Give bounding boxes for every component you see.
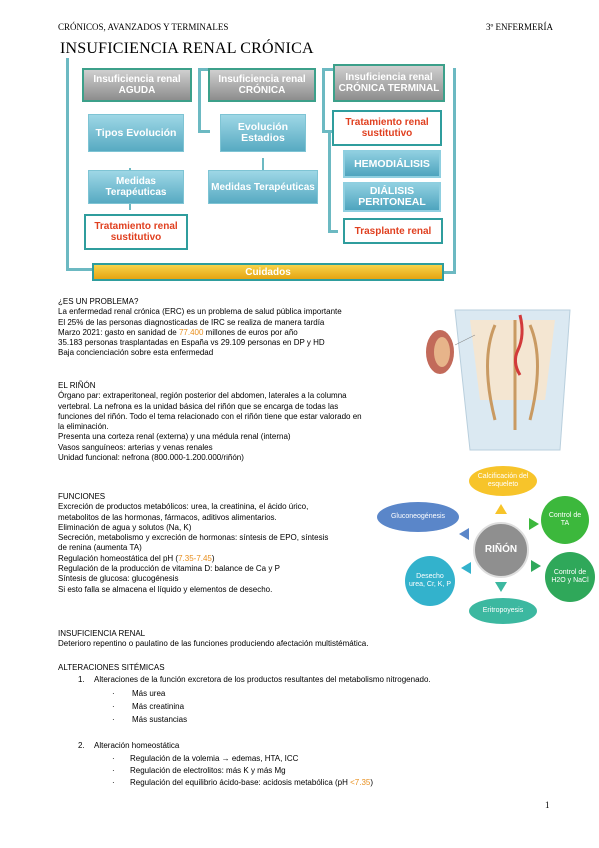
bullet: · xyxy=(112,766,115,775)
connector-right xyxy=(453,68,456,274)
connector-top-1 xyxy=(198,68,210,71)
rinon-line-3: funciones del riñón. Todo el tema relaci… xyxy=(58,411,362,421)
circle-rinon: RIÑÓN xyxy=(473,522,529,578)
problema-line-2: El 25% de las personas diagnosticadas de… xyxy=(58,317,325,327)
box-trasplante: Trasplante renal xyxy=(343,218,443,244)
funciones-line-7: Regulación de la producción de vitamina … xyxy=(58,564,280,574)
rinon-line-6: Vasos sanguíneos: arterias y venas renal… xyxy=(58,442,213,452)
arrow-left-bottom-icon xyxy=(461,562,471,574)
arrow-up-icon xyxy=(495,504,507,514)
rinon-line-4: la eliminación. xyxy=(58,422,109,432)
connector-v-3 xyxy=(262,158,264,170)
problema-line-1: La enfermedad renal crónica (ERC) es un … xyxy=(58,307,342,317)
connector-top-2 xyxy=(322,68,334,71)
connector-v-2 xyxy=(129,198,131,210)
sub-item-sustancias: Más sustancias xyxy=(132,715,188,724)
section-rinon: EL RIÑÓN Órgano par: extraperitoneal, re… xyxy=(58,381,362,463)
header-right: 3º ENFERMERÍA xyxy=(486,22,554,32)
page-title: INSUFICIENCIA RENAL CRÓNICA xyxy=(60,40,314,57)
header-left: CRÓNICOS, AVANZADOS Y TERMINALES xyxy=(58,22,229,32)
section-funciones: FUNCIONES Excreción de productos metaból… xyxy=(58,492,328,595)
rinon-line-2: vertebral. La nefrona es la unidad básic… xyxy=(58,401,339,411)
problema-line-4: 35.183 personas trasplantadas en España … xyxy=(58,338,325,348)
sub-item-volemia: Regulación de la volemia → edemas, HTA, … xyxy=(130,754,299,763)
sub-item-acido-base: Regulación del equilibrio ácido-base: ac… xyxy=(130,778,374,787)
insuficiencia-heading: INSUFICIENCIA RENAL xyxy=(58,629,146,638)
circle-calcificacion: Calcificación del esqueleto xyxy=(469,466,537,496)
funciones-line-5: de renina (aumenta TA) xyxy=(58,543,142,553)
circle-eritropoyesis: Eritropoyesis xyxy=(469,598,537,624)
circle-gluconeogenesis: Gluconeogénesis xyxy=(377,502,459,532)
connector-mid-2 xyxy=(322,68,325,130)
problema-heading: ¿ES UN PROBLEMA? xyxy=(58,297,139,306)
connector-left-bottom xyxy=(66,268,92,271)
box-dialisis: DIÁLISIS PERITONEAL xyxy=(343,182,441,212)
funciones-line-9: Si esto falla se almacena el líquido y e… xyxy=(58,584,273,594)
circle-control-ta: Control de TA xyxy=(541,496,589,544)
box-medidas-1: Medidas Terapéuticas xyxy=(88,170,184,204)
box-cronica: Insuficiencia renal CRÓNICA xyxy=(208,68,316,102)
rinon-heading: EL RIÑÓN xyxy=(58,381,96,390)
alteraciones-item-1-number: 1. xyxy=(78,675,85,684)
funciones-line-1: Excreción de productos metabólicos: urea… xyxy=(58,502,309,512)
sub-item-urea: Más urea xyxy=(132,689,166,698)
connector-left xyxy=(66,58,69,271)
funciones-line-8: Síntesis de glucosa: glucogénesis xyxy=(58,574,179,584)
box-tratamiento-1: Tratamiento renal sustitutivo xyxy=(84,214,188,250)
bullet: · xyxy=(112,715,115,724)
alteraciones-heading: ALTERACIONES SITÉMICAS xyxy=(58,663,165,672)
arrow-right-bottom-icon xyxy=(531,560,541,572)
arrow-down-icon xyxy=(495,582,507,592)
bullet: · xyxy=(112,754,115,763)
funciones-line-6: Regulación homeostática del pH (7.35-7.4… xyxy=(58,553,215,563)
connector-mid-1 xyxy=(198,68,201,130)
rinon-line-7: Unidad funcional: nefrona (800.000-1.200… xyxy=(58,453,244,463)
funciones-line-4: Secreción, metabolismo y excreción de ho… xyxy=(58,533,329,543)
rinon-line-5: Presenta una corteza renal (externa) y u… xyxy=(58,432,291,442)
box-tratamiento-2: Tratamiento renal sustitutivo xyxy=(332,110,442,146)
alteraciones-item-2-number: 2. xyxy=(78,741,85,750)
connector-mid-1h xyxy=(198,130,210,133)
section-insuficiencia: INSUFICIENCIA RENAL Deterioro repentino … xyxy=(58,629,368,650)
arrow-right-top-icon xyxy=(529,518,539,530)
funciones-line-3: Eliminación de agua y solutos (Na, K) xyxy=(58,522,192,532)
box-aguda: Insuficiencia renal AGUDA xyxy=(82,68,192,102)
connector-right-bottom xyxy=(441,271,456,274)
connector-right-stack xyxy=(328,133,331,233)
kidney-illustration xyxy=(420,300,598,456)
functions-diagram: Calcificación del esqueleto Gluconeogéne… xyxy=(375,466,597,626)
connector-right-stack-h xyxy=(328,230,338,233)
box-evolucion: Evolución Estadios xyxy=(220,114,306,152)
circle-desecho: Desecho urea, Cr, K, P xyxy=(405,556,455,606)
funciones-line-2: metabolitos de las hormonas, fármacos, a… xyxy=(58,512,277,522)
alteraciones-item-1: Alteraciones de la función excretora de … xyxy=(94,675,431,684)
funciones-heading: FUNCIONES xyxy=(58,492,106,501)
sub-item-creatinina: Más creatinina xyxy=(132,702,185,711)
box-cuidados: Cuidados xyxy=(92,263,444,281)
problema-line-3: Marzo 2021: gasto en sanidad de 77.400 m… xyxy=(58,327,298,337)
sub-item-electrolitos: Regulación de electrolitos: más K y más … xyxy=(130,766,286,775)
connector-mid-2h xyxy=(322,130,332,133)
alteraciones-item-2: Alteración homeostática xyxy=(94,741,180,750)
page-number: 1 xyxy=(545,800,550,810)
bullet: · xyxy=(112,778,115,787)
bullet: · xyxy=(112,702,115,711)
box-hemodialisis: HEMODIÁLISIS xyxy=(343,150,441,178)
section-problema: ¿ES UN PROBLEMA? La enfermedad renal cró… xyxy=(58,297,342,359)
insuficiencia-line-1: Deterioro repentino o paulatino de las f… xyxy=(58,639,369,649)
rinon-line-1: Órgano par: extraperitoneal, región post… xyxy=(58,391,347,401)
box-medidas-2: Medidas Terapéuticas xyxy=(208,170,318,204)
flow-diagram: Insuficiencia renal AGUDA Insuficiencia … xyxy=(58,58,468,283)
circle-control-h2o: Control de H2O y NaCl xyxy=(545,552,595,602)
arrow-left-icon xyxy=(459,528,469,540)
bullet: · xyxy=(112,689,115,698)
box-tipos: Tipos Evolución xyxy=(88,114,184,152)
problema-line-5: Baja concienciación sobre esta enfermeda… xyxy=(58,348,214,358)
box-terminal: Insuficiencia renal CRÓNICA TERMINAL xyxy=(333,64,445,102)
